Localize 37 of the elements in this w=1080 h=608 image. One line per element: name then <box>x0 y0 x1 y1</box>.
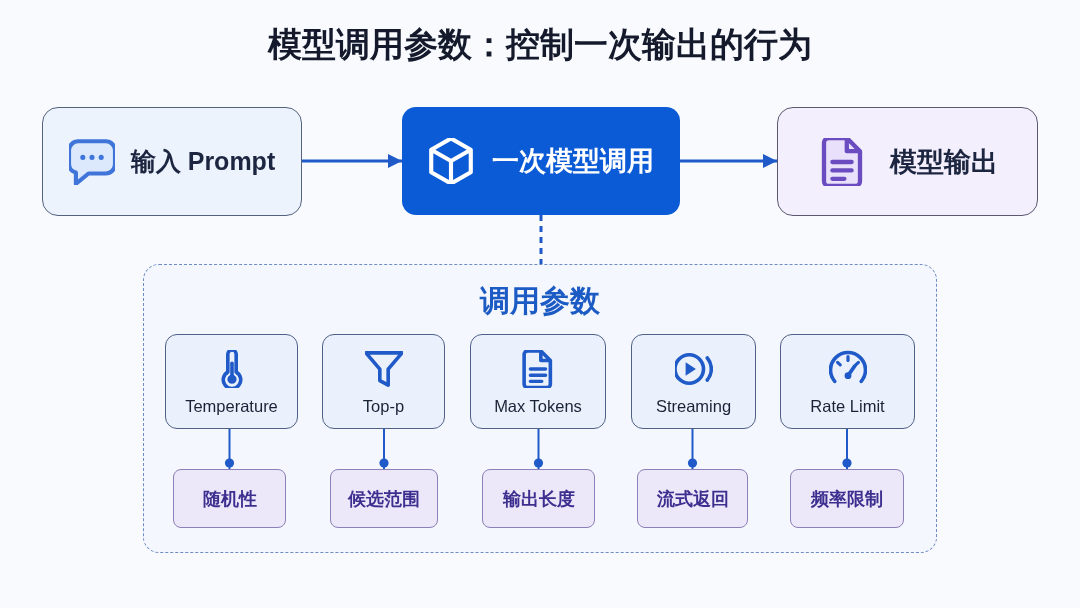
output-box <box>777 107 1038 216</box>
dashed-connector-line <box>539 215 543 264</box>
tag-label: 流式返回 <box>656 487 729 511</box>
parameter-card <box>165 334 298 429</box>
input-box <box>42 107 302 216</box>
tag-label: 输出长度 <box>502 487 575 511</box>
parameter-card <box>470 334 606 429</box>
description-tag <box>637 469 748 528</box>
description-tag <box>173 469 286 528</box>
tag-label: 候选范围 <box>348 487 420 511</box>
group-title: 调用参数 <box>480 283 600 319</box>
tag-label: 随机性 <box>202 487 257 511</box>
parameter-name: Temperature <box>185 396 278 416</box>
arrow <box>680 154 777 168</box>
dot-connector <box>533 428 544 470</box>
diagram-title: 模型调用参数：控制一次输出的行为 <box>268 24 812 65</box>
description-tag <box>790 469 904 528</box>
parameter-name: Rate Limit <box>810 396 885 416</box>
node-label: 一次模型调用 <box>492 145 654 178</box>
description-tag <box>330 469 438 528</box>
dot-connector <box>687 428 698 470</box>
tag-label: 频率限制 <box>811 487 883 511</box>
dot-connector <box>224 428 235 470</box>
parameter-card <box>322 334 445 429</box>
parameter-group-panel <box>143 264 937 553</box>
parameter-card <box>780 334 915 429</box>
node-label: 模型输出 <box>889 145 998 179</box>
parameter-name: Streaming <box>655 396 732 416</box>
description-tag <box>482 469 595 528</box>
dot-connector <box>842 428 852 470</box>
parameter-card <box>631 334 756 429</box>
process-box <box>402 107 680 215</box>
dot-connector <box>379 428 389 470</box>
parameter-name: Max Tokens <box>494 396 582 416</box>
parameter-name: Top-p <box>362 396 405 416</box>
node-label: 输入 Prompt <box>130 146 276 177</box>
arrow <box>302 154 402 168</box>
